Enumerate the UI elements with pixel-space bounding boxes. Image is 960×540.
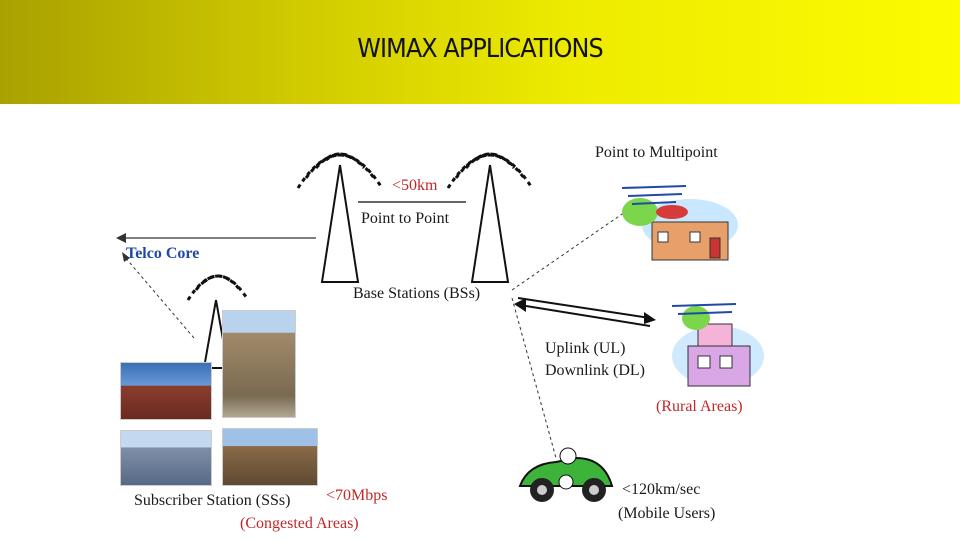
point-to-point-label: Point to Point <box>361 210 450 227</box>
mobile-users-label: (Mobile Users) <box>618 505 716 522</box>
base-station-left-icon <box>296 152 384 283</box>
campus-photo-1 <box>120 362 212 420</box>
campus-photo-2 <box>222 310 296 418</box>
subscriber-station-label: Subscriber Station (SSs) <box>134 492 291 509</box>
point-to-multipoint-label: Point to Multipoint <box>595 144 718 161</box>
uplink-label: Uplink (UL) <box>545 340 626 357</box>
rural-building-icon <box>671 303 764 387</box>
mobile-car-icon <box>518 447 614 502</box>
rural-areas-label: (Rural Areas) <box>656 398 743 415</box>
campus-photo-3 <box>120 430 212 486</box>
distance-label: <50km <box>392 177 438 194</box>
campus-photo-4 <box>222 428 318 486</box>
telco-core-label: Telco Core <box>126 245 200 262</box>
speed-label: <120km/sec <box>622 481 701 498</box>
downlink-label: Downlink (DL) <box>545 362 645 379</box>
title-banner <box>0 0 960 104</box>
base-station-right-icon <box>446 152 534 283</box>
slide-title: WIMAX APPLICATIONS <box>357 34 603 64</box>
base-stations-label: Base Stations (BSs) <box>353 285 481 302</box>
multipoint-building-icon <box>621 185 738 261</box>
rate-label: <70Mbps <box>326 487 388 504</box>
congested-areas-label: (Congested Areas) <box>240 515 359 532</box>
